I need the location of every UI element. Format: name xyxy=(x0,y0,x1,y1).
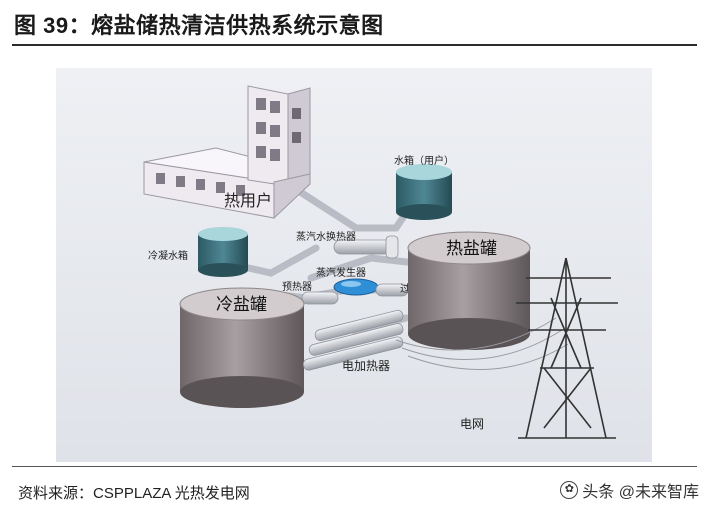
title-divider xyxy=(12,44,697,46)
label-preheater: 预热器 xyxy=(282,280,312,293)
footer-divider xyxy=(12,466,697,467)
watermark: ✿ 头条 @未来智库 xyxy=(560,478,699,502)
page-title: 图 39：熔盐储热清洁供热系统示意图 xyxy=(14,13,384,38)
label-condensate-tank: 冷凝水箱 xyxy=(148,249,188,262)
power-lines xyxy=(395,317,569,370)
steam-water-heat-exchanger xyxy=(333,235,399,259)
preheater xyxy=(301,291,339,305)
steam-generator xyxy=(333,278,379,296)
label-grid: 电网 xyxy=(460,417,484,431)
molten-salt-heating-diagram: 热用户 水箱（用户） 冷凝水箱 蒸汽水换热器 蒸汽发生器 预热器 过热器 热盐罐 xyxy=(56,68,652,462)
cold-salt-tank xyxy=(179,287,305,408)
label-water-tank-user: 水箱（用户） xyxy=(394,154,454,167)
source-note: 资料来源：CSPPLAZA 光热发电网 xyxy=(18,485,250,502)
label-cold-salt-tank: 冷盐罐 xyxy=(216,295,267,314)
label-steam-generator: 蒸汽发生器 xyxy=(316,266,366,279)
watermark-text: 头条 @未来智库 xyxy=(582,484,699,501)
user-water-tank xyxy=(396,164,452,220)
condensate-water-tank xyxy=(198,227,248,277)
transmission-tower xyxy=(516,257,618,439)
heat-user-building xyxy=(143,85,311,220)
label-heat-user: 热用户 xyxy=(224,192,272,210)
wechat-like-icon: ✿ xyxy=(560,481,579,499)
label-electric-heater: 电加热器 xyxy=(342,359,390,373)
diagram-canvas: 热用户 水箱（用户） 冷凝水箱 蒸汽水换热器 蒸汽发生器 预热器 过热器 热盐罐 xyxy=(56,68,652,462)
electric-heater-array xyxy=(302,309,404,371)
label-hot-salt-tank: 热盐罐 xyxy=(446,239,497,258)
hot-salt-tank xyxy=(407,231,531,350)
label-steam-water-exchanger: 蒸汽水换热器 xyxy=(296,230,356,243)
